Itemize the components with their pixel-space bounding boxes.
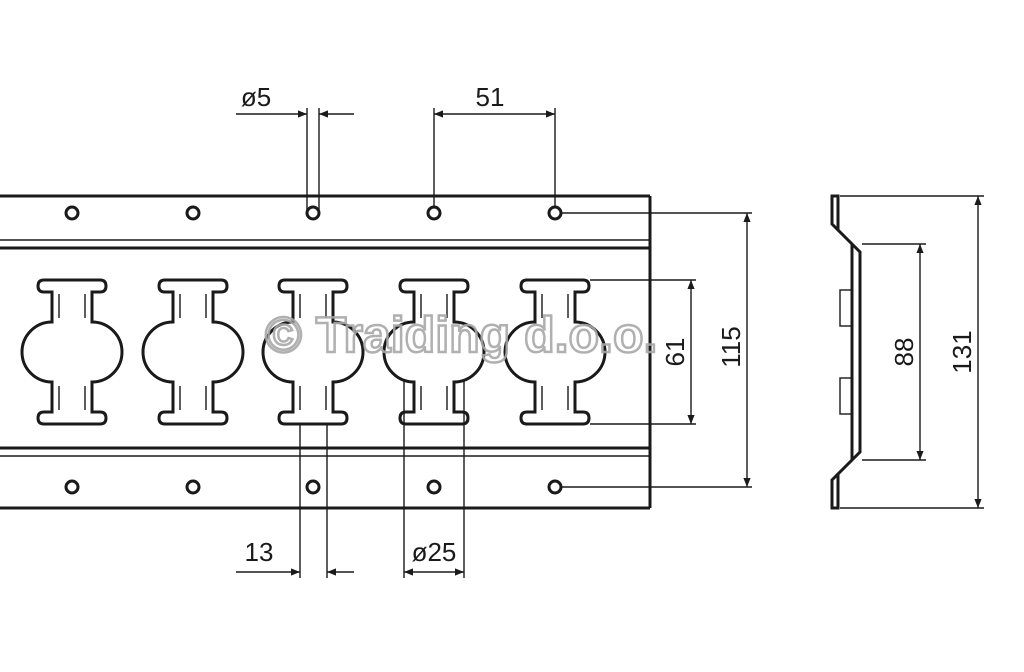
label-slot-round: ø25 — [412, 537, 457, 567]
dim-slot-height: 61 — [590, 279, 696, 425]
side-profile — [830, 194, 862, 510]
dim-profile-inner: 88 — [862, 243, 926, 461]
label-hole-pitch: 51 — [476, 82, 505, 112]
label-slot-width: 13 — [245, 537, 274, 567]
label-profile-inner: 88 — [889, 338, 919, 367]
mounting-holes-top — [64, 205, 563, 221]
dim-hole-rows: 115 — [562, 212, 752, 488]
slot-1 — [20, 278, 124, 426]
watermark: © Traiding d.o.o. — [265, 307, 657, 363]
label-hole-rows: 115 — [716, 326, 746, 367]
rail-body — [0, 194, 652, 510]
dim-slot-width: 13 — [236, 424, 354, 578]
label-hole-diameter: ø5 — [241, 82, 271, 112]
dim-hole-diameter: ø5 — [236, 82, 354, 210]
slot-2 — [141, 278, 245, 426]
label-slot-height: 61 — [660, 338, 690, 367]
mounting-holes-bottom — [64, 479, 563, 495]
dim-profile-total: 131 — [840, 195, 984, 509]
dim-hole-pitch: 51 — [433, 82, 556, 206]
label-profile-total: 131 — [947, 330, 977, 373]
dim-slot-round: ø25 — [403, 380, 465, 578]
